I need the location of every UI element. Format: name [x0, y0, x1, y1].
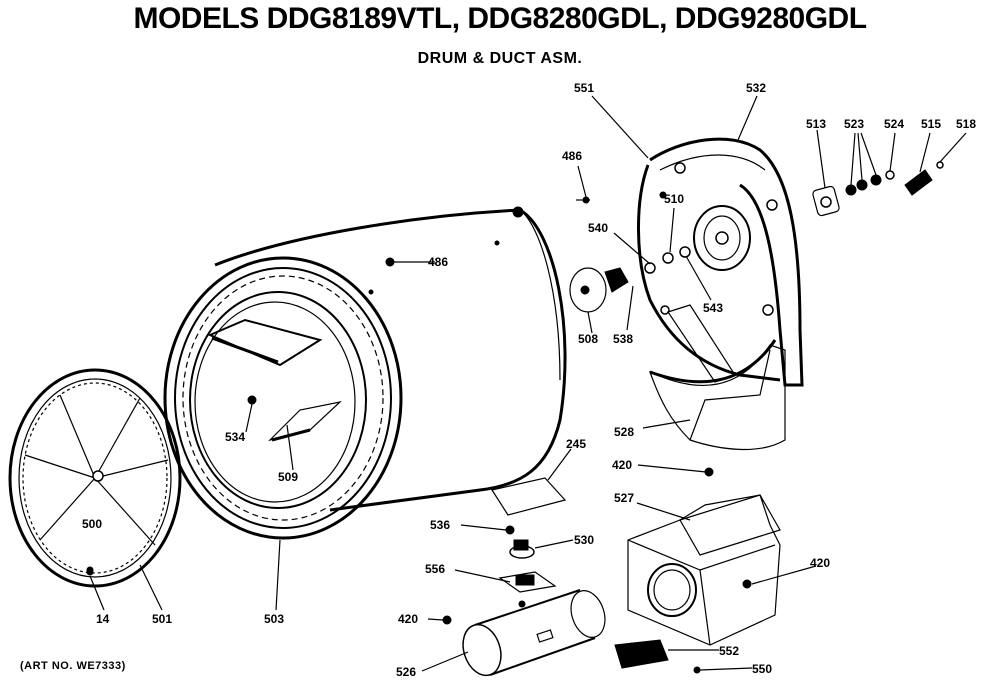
part-label-500: 500: [82, 517, 102, 531]
part-label-14: 14: [96, 612, 110, 626]
burner-tube: [462, 589, 606, 677]
part-label-501: 501: [152, 612, 172, 626]
part-label-530: 530: [574, 533, 594, 547]
part-label-245: 245: [566, 437, 586, 451]
rear-bulkhead: [637, 137, 804, 387]
part-label-527: 527: [614, 491, 634, 505]
duct-elbow: [648, 339, 786, 451]
part-label-528: 528: [614, 425, 634, 439]
part-label-515: 515: [921, 117, 941, 131]
part-label-486-drum: 486: [428, 255, 448, 269]
part-label-523: 523: [844, 117, 864, 131]
leader-lines: [89, 95, 967, 672]
part-label-526: 526: [396, 665, 416, 679]
part-label-518: 518: [956, 117, 976, 131]
part-label-513: 513: [806, 117, 826, 131]
part-label-538: 538: [613, 332, 633, 346]
page-subtitle: DRUM & DUCT ASM.: [417, 50, 583, 67]
part-label-536: 536: [430, 518, 450, 532]
page-title: MODELS DDG8189VTL, DDG8280GDL, DDG9280GD…: [133, 2, 867, 35]
door-seal-ring: [8, 368, 182, 588]
drum: [163, 206, 567, 540]
part-label-543: 543: [703, 301, 723, 315]
part-label-486-top: 486: [562, 149, 582, 163]
part-label-550: 550: [752, 662, 772, 676]
part-label-510: 510: [664, 192, 684, 206]
part-label-509: 509: [278, 470, 298, 484]
part-label-534: 534: [225, 430, 245, 444]
part-label-540: 540: [588, 221, 608, 235]
part-label-532: 532: [746, 81, 766, 95]
art-number: (ART NO. WE7333): [20, 660, 126, 672]
part-label-524: 524: [884, 117, 904, 131]
part-label-503: 503: [264, 612, 284, 626]
part-label-556: 556: [425, 562, 445, 576]
part-label-551: 551: [574, 81, 594, 95]
part-label-420-mid: 420: [612, 458, 632, 472]
lower-duct-housing: [627, 494, 781, 646]
small-parts: [86, 161, 944, 674]
part-labels: 551 532 513 523 524 515 518 486 510 540 …: [82, 81, 976, 679]
part-label-420-left: 420: [398, 612, 418, 626]
part-label-420-right: 420: [810, 556, 830, 570]
part-label-508: 508: [578, 332, 598, 346]
part-label-552: 552: [719, 644, 739, 658]
